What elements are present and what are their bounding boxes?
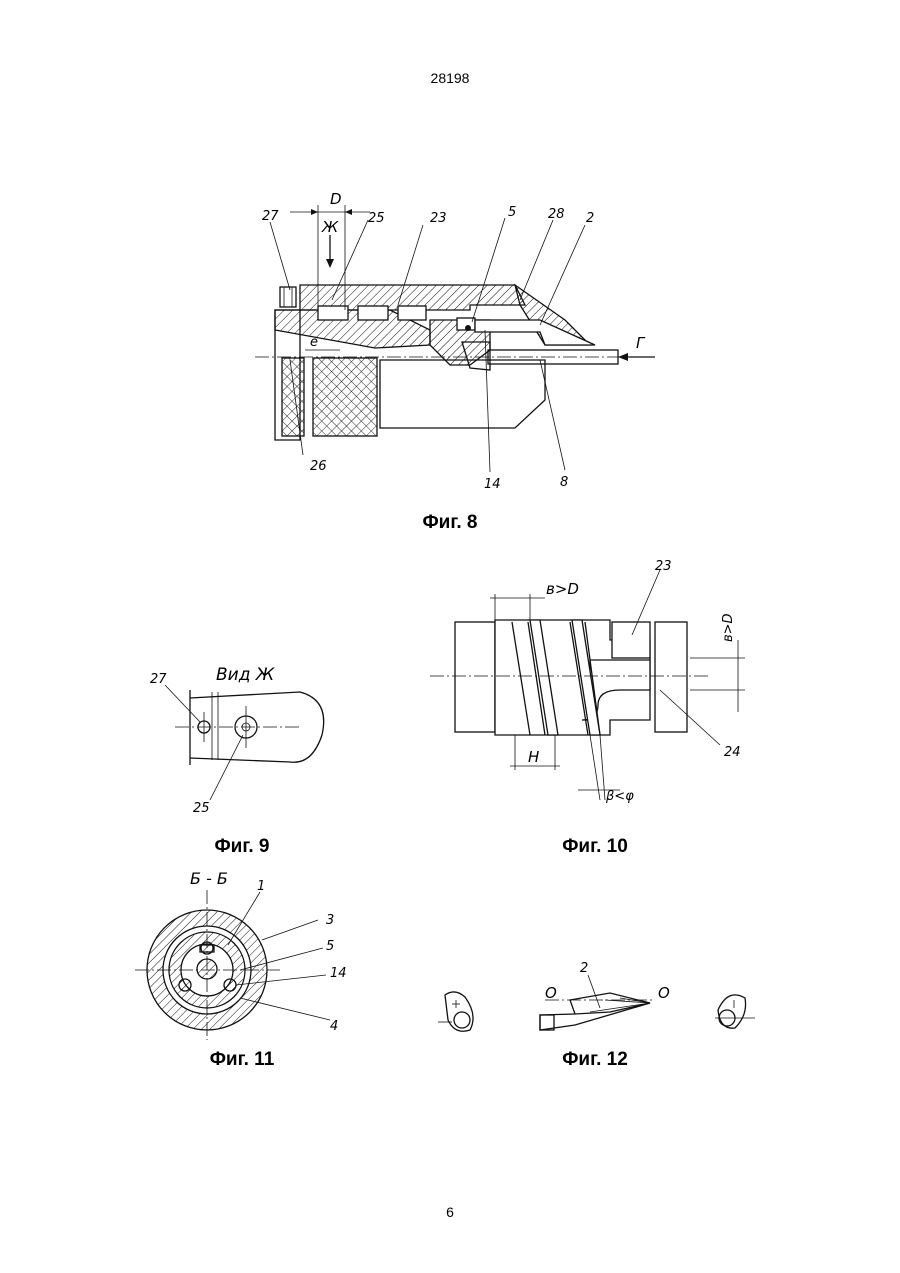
fig10-label-bD-top: в>D <box>546 580 579 598</box>
fig8-label-Zh: Ж <box>321 218 339 236</box>
fig9-label-25: 25 <box>193 801 210 816</box>
fig10-label-H: H <box>528 748 539 766</box>
fig8-label-D: D <box>330 190 342 208</box>
fig11-caption: Фиг. 11 <box>162 1049 322 1071</box>
fig9-view-label: Вид Ж <box>216 665 275 685</box>
fig9-drawing <box>165 685 324 800</box>
fig8-caption: Фиг. 8 <box>370 512 530 534</box>
fig11-label-1: 1 <box>257 879 265 894</box>
fig9-label-27: 27 <box>150 672 167 687</box>
fig12-label-O-right: О <box>658 984 670 1002</box>
fig9-caption: Фиг. 9 <box>162 836 322 858</box>
fig8-label-8: 8 <box>560 475 568 490</box>
fig10-label-bD-side: в>D <box>721 613 736 642</box>
fig8-label-27: 27 <box>262 209 279 224</box>
fig11-section-label: Б - Б <box>190 869 228 888</box>
fig12-caption: Фиг. 12 <box>515 1049 675 1071</box>
fig12-label-2: 2 <box>580 961 588 976</box>
fig11-label-14: 14 <box>330 966 347 981</box>
fig10-label-23: 23 <box>655 559 672 574</box>
fig12-drawing <box>438 975 755 1031</box>
fig8-label-e: е <box>310 335 318 350</box>
fig12-label-O-left: О <box>545 984 557 1002</box>
fig8-label-14: 14 <box>484 477 501 492</box>
fig11-label-3: 3 <box>326 913 334 928</box>
fig10-label-24: 24 <box>724 745 741 760</box>
fig11-drawing <box>135 890 330 1040</box>
fig11-label-5: 5 <box>326 939 334 954</box>
fig8-label-5: 5 <box>508 205 516 220</box>
fig10-label-beta: β<φ <box>605 789 634 804</box>
fig10-caption: Фиг. 10 <box>515 836 675 858</box>
fig8-label-28: 28 <box>548 207 565 222</box>
fig11-label-4: 4 <box>330 1019 338 1034</box>
fig10-drawing <box>430 570 745 800</box>
fig8-label-26: 26 <box>310 459 327 474</box>
fig8-label-23: 23 <box>430 211 447 226</box>
fig8-label-2: 2 <box>586 211 594 226</box>
fig8-label-25: 25 <box>368 211 385 226</box>
fig8-label-G: Г <box>636 334 646 352</box>
